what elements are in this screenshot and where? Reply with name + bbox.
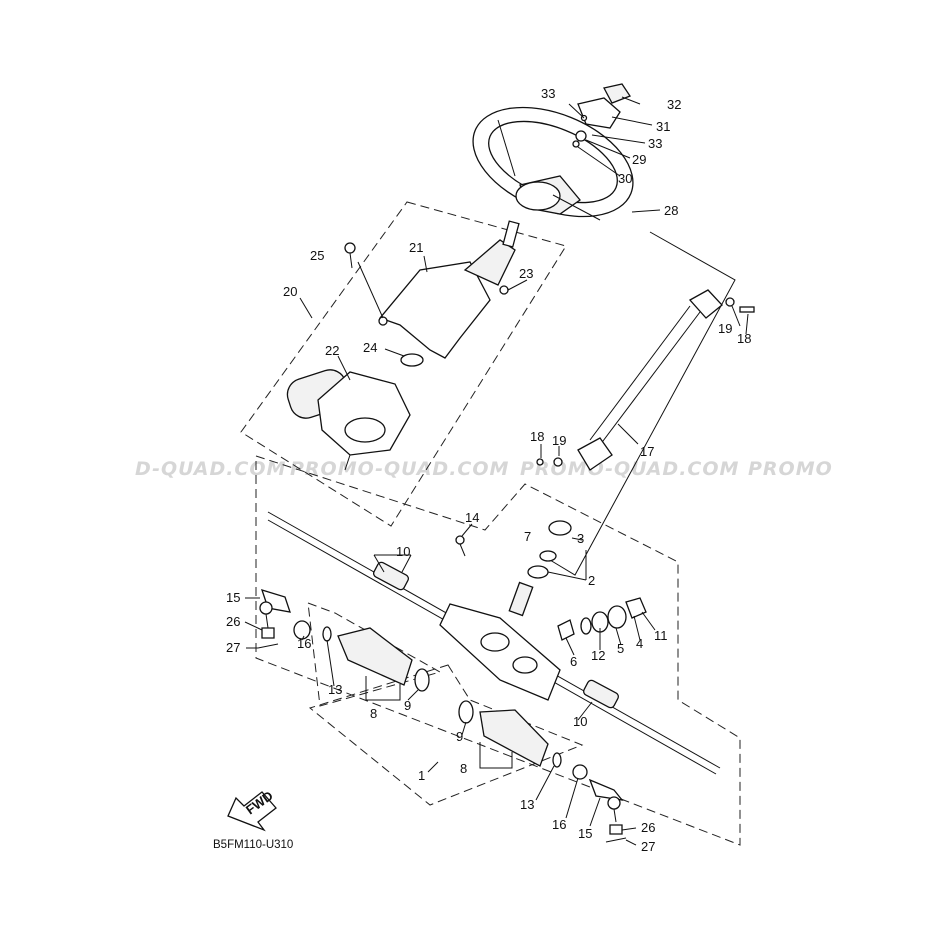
label-3: 3: [577, 531, 584, 546]
label-5: 5: [617, 641, 624, 656]
label-13: 13: [520, 797, 534, 812]
label-32: 32: [667, 97, 681, 112]
label-28: 28: [664, 203, 678, 218]
label-29: 29: [632, 152, 646, 167]
label-1: 1: [418, 768, 425, 783]
label-27: 27: [641, 839, 655, 854]
label-20: 20: [283, 284, 297, 299]
label-33: 33: [648, 136, 662, 151]
label-12: 12: [591, 648, 605, 663]
label-21: 21: [409, 240, 423, 255]
label-10: 10: [396, 544, 410, 559]
right-tie-rod-parts: [458, 700, 627, 843]
steering-column-assembly: [344, 220, 520, 367]
label-33: 33: [541, 86, 555, 101]
watermark-text: PROMO-QUAD.COM: [290, 458, 509, 480]
label-11: 11: [654, 628, 668, 643]
label-7: 7: [524, 529, 531, 544]
shaft-guide: [549, 231, 736, 576]
label-27: 27: [226, 640, 240, 655]
label-8: 8: [370, 706, 377, 721]
label-16: 16: [552, 817, 566, 832]
watermark: D-QUAD.COM PROMO-QUAD.COM PROMO-QUAD.COM…: [135, 458, 833, 480]
label-25: 25: [310, 248, 324, 263]
right-boot-outline: [308, 664, 584, 806]
watermark-text: D-QUAD.COM: [135, 458, 286, 480]
pinion-parts: [508, 520, 647, 641]
part-labels: 32 33 31 33 29 30 28 21 25 23 20 24 22 1…: [226, 86, 751, 854]
label-23: 23: [519, 266, 533, 281]
label-2: 2: [588, 573, 595, 588]
label-8: 8: [460, 761, 467, 776]
label-31: 31: [656, 119, 670, 134]
label-15: 15: [578, 826, 592, 841]
group-outlines: [240, 201, 741, 846]
left-boot-outline: [307, 602, 442, 707]
eps-motor-unit: [286, 369, 411, 471]
label-19: 19: [718, 321, 732, 336]
leader-lines: [244, 96, 749, 846]
label-6: 6: [570, 654, 577, 669]
label-9: 9: [404, 698, 411, 713]
rack-group-outline: [255, 455, 741, 846]
steering-rack: [267, 511, 721, 775]
watermark-text: PROMO-QUAD.COM: [520, 458, 739, 480]
hub-cover-parts: [572, 83, 631, 148]
watermark-text: PROMO: [748, 458, 833, 480]
label-16: 16: [297, 636, 311, 651]
label-18: 18: [530, 429, 544, 444]
label-13: 13: [328, 682, 342, 697]
label-15: 15: [226, 590, 240, 605]
label-30: 30: [618, 171, 632, 186]
forward-arrow: FWD: [227, 788, 277, 832]
steering-wheel: [472, 106, 634, 221]
label-22: 22: [325, 343, 339, 358]
diagram-code: B5FM110-U310: [213, 839, 293, 851]
intermediate-shaft: [536, 289, 755, 471]
label-14: 14: [465, 510, 479, 525]
label-18: 18: [737, 331, 751, 346]
label-26: 26: [641, 820, 655, 835]
label-9: 9: [456, 729, 463, 744]
label-17: 17: [640, 444, 654, 459]
label-4: 4: [636, 636, 643, 651]
label-24: 24: [363, 340, 377, 355]
label-26: 26: [226, 614, 240, 629]
column-group-outline: [240, 201, 567, 527]
label-10: 10: [573, 714, 587, 729]
label-19: 19: [552, 433, 566, 448]
left-tie-rod-parts: [257, 589, 430, 692]
